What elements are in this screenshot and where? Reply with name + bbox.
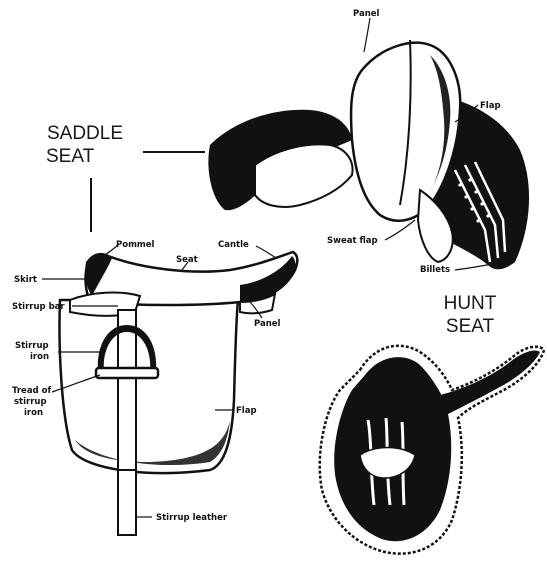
side-view-stirrup-leather-lower: [118, 470, 136, 535]
label-tread-2: stirrup: [14, 397, 47, 407]
label-skirt: Skirt: [14, 275, 37, 285]
label-panel-side: Panel: [254, 319, 281, 329]
hunt-seat-illustration: [320, 346, 544, 554]
side-view-stirrup-tread: [96, 368, 158, 378]
hunt-seat-cantle: [440, 350, 540, 414]
label-pommel: Pommel: [116, 240, 155, 250]
label-cantle: Cantle: [218, 240, 249, 250]
side-view-illustration: [60, 252, 298, 535]
label-stirrup-iron-1: Stirrup: [15, 341, 49, 351]
side-view-flap: [60, 300, 239, 473]
heading-saddle-seat-line2: SEAT: [40, 145, 130, 168]
label-stirrup-leather: Stirrup leather: [156, 513, 228, 523]
label-flap-top: Flap: [480, 101, 501, 111]
label-panel-top: Panel: [353, 9, 380, 19]
label-sweat-flap: Sweat flap: [327, 236, 378, 246]
heading-hunt-seat-line2: SEAT: [430, 315, 510, 338]
label-billets: Billets: [420, 265, 450, 275]
heading-saddle-seat: SADDLE SEAT: [40, 122, 130, 168]
label-stirrup-bar: Stirrup bar: [12, 302, 65, 312]
label-tread-3: iron: [24, 408, 43, 418]
label-flap-side: Flap: [236, 406, 257, 416]
saddle-seat-illustration: [208, 40, 529, 269]
label-tread-1: Tread of: [12, 386, 51, 396]
heading-saddle-seat-line1: SADDLE: [40, 122, 130, 145]
heading-hunt-seat: HUNT SEAT: [430, 292, 510, 338]
heading-hunt-seat-line1: HUNT: [430, 292, 510, 315]
label-stirrup-iron-2: iron: [30, 352, 49, 362]
label-seat: Seat: [176, 255, 198, 265]
